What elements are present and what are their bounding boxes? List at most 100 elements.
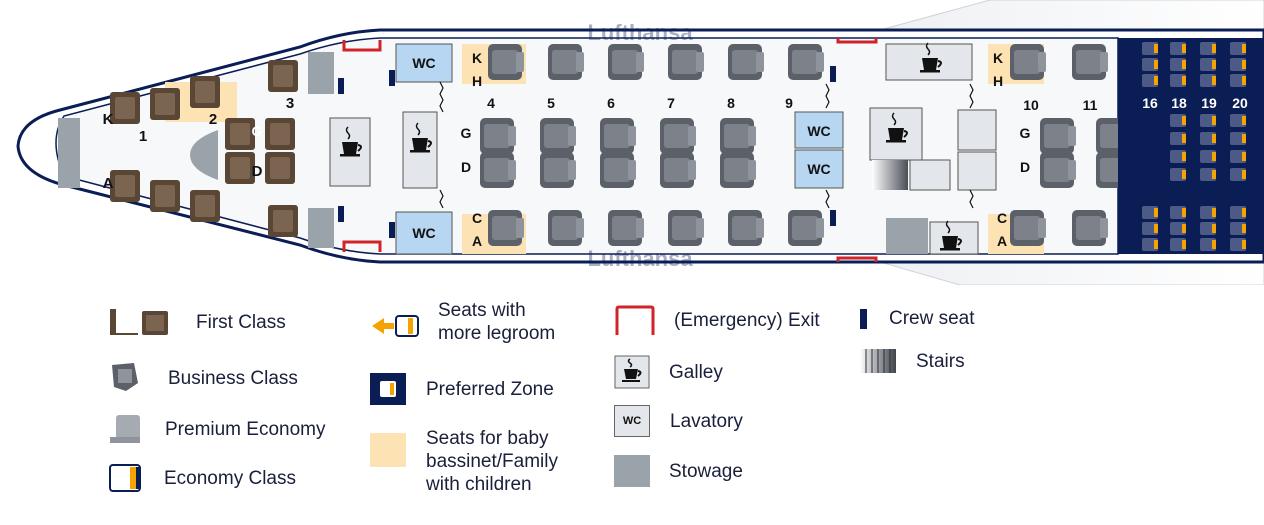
lavatory-2 xyxy=(395,211,453,255)
seat-8G[interactable] xyxy=(720,118,756,154)
seat-19[interactable] xyxy=(1200,42,1216,55)
seat-18[interactable] xyxy=(1170,150,1186,163)
seat-7D[interactable] xyxy=(660,152,696,188)
seat-4A[interactable] xyxy=(488,210,524,246)
seat-18[interactable] xyxy=(1170,238,1186,251)
seat-20[interactable] xyxy=(1230,238,1246,251)
seat-18[interactable] xyxy=(1170,58,1186,71)
legend-legroom-text: Seats with more legroom xyxy=(438,299,555,345)
seat-4G[interactable] xyxy=(480,118,516,154)
rear-letter-c: C xyxy=(997,210,1007,226)
seat-19[interactable] xyxy=(1200,74,1216,87)
stowage-rear xyxy=(886,218,928,254)
seat-19[interactable] xyxy=(1200,238,1216,251)
seat-7K[interactable] xyxy=(668,44,704,80)
seat-3D[interactable] xyxy=(265,152,295,184)
seat-11G[interactable] xyxy=(1040,118,1076,154)
seat-16[interactable] xyxy=(1142,58,1158,71)
seat-7A[interactable] xyxy=(668,210,704,246)
legend-business-class: Business Class xyxy=(108,361,298,395)
seat-18[interactable] xyxy=(1170,74,1186,87)
seat-2G[interactable] xyxy=(225,118,255,150)
seat-11D[interactable] xyxy=(1040,152,1076,188)
front-letter-d: D xyxy=(461,159,471,175)
seat-6D[interactable] xyxy=(600,152,636,188)
lavatory-4 xyxy=(794,149,844,189)
seat-20[interactable] xyxy=(1230,206,1246,219)
seat-11A[interactable] xyxy=(1072,210,1108,246)
seat-7G[interactable] xyxy=(660,118,696,154)
seat-2A[interactable] xyxy=(190,190,220,222)
seat-3G[interactable] xyxy=(265,118,295,150)
seat-19[interactable] xyxy=(1200,132,1216,145)
seat-8A[interactable] xyxy=(728,210,764,246)
seat-6A[interactable] xyxy=(608,210,644,246)
seat-20[interactable] xyxy=(1230,114,1246,127)
seat-16[interactable] xyxy=(1142,206,1158,219)
seat-6G[interactable] xyxy=(600,118,636,154)
seat-11K[interactable] xyxy=(1072,44,1108,80)
row-label-16: 16 xyxy=(1142,95,1158,111)
seat-18[interactable] xyxy=(1170,206,1186,219)
seat-16[interactable] xyxy=(1142,74,1158,87)
rear-letter-a: A xyxy=(997,233,1007,249)
seat-4D[interactable] xyxy=(480,152,516,188)
seat-1A-2[interactable] xyxy=(150,180,180,212)
seat-16[interactable] xyxy=(1142,222,1158,235)
seat-3A[interactable] xyxy=(268,205,298,237)
seat-10A[interactable] xyxy=(1010,210,1046,246)
crew-seat xyxy=(389,222,395,238)
rear-letter-g: G xyxy=(1020,125,1031,141)
seat-1K[interactable] xyxy=(110,92,140,124)
seat-20[interactable] xyxy=(1230,74,1246,87)
first-stowage xyxy=(190,130,218,180)
seat-4K[interactable] xyxy=(488,44,524,80)
seat-8D[interactable] xyxy=(720,152,756,188)
seat-6K[interactable] xyxy=(608,44,644,80)
seat-1K-2[interactable] xyxy=(150,88,180,120)
seat-16[interactable] xyxy=(1142,238,1158,251)
seat-10K[interactable] xyxy=(1010,44,1046,80)
seat-16[interactable] xyxy=(1142,42,1158,55)
seat-19[interactable] xyxy=(1200,168,1216,181)
seat-5G[interactable] xyxy=(540,118,576,154)
seat-18[interactable] xyxy=(1170,42,1186,55)
seat-20[interactable] xyxy=(1230,58,1246,71)
row-label-1: 1 xyxy=(139,128,147,145)
seat-1A[interactable] xyxy=(110,170,140,202)
seat-20[interactable] xyxy=(1230,150,1246,163)
legend-bassinet: Seats for baby bassinet/Family with chil… xyxy=(370,427,558,496)
seat-5D[interactable] xyxy=(540,152,576,188)
seat-19[interactable] xyxy=(1200,114,1216,127)
seat-5A[interactable] xyxy=(548,210,584,246)
seat-19[interactable] xyxy=(1200,206,1216,219)
row-label-20: 20 xyxy=(1232,95,1248,111)
seat-9A[interactable] xyxy=(788,210,824,246)
row-label-7: 7 xyxy=(667,95,675,111)
seat-19[interactable] xyxy=(1200,150,1216,163)
seat-19[interactable] xyxy=(1200,222,1216,235)
seat-18[interactable] xyxy=(1170,132,1186,145)
seat-5K[interactable] xyxy=(548,44,584,80)
legend-lavatory: WC Lavatory xyxy=(614,405,743,437)
seat-20[interactable] xyxy=(1230,42,1246,55)
seat-2D[interactable] xyxy=(225,152,255,184)
seat-3K[interactable] xyxy=(268,60,298,92)
seat-18[interactable] xyxy=(1170,114,1186,127)
seat-20[interactable] xyxy=(1230,168,1246,181)
lavatory-1 xyxy=(395,43,453,83)
seat-20[interactable] xyxy=(1230,132,1246,145)
seat-19[interactable] xyxy=(1200,58,1216,71)
seat-2K[interactable] xyxy=(190,76,220,108)
wc-label: WC xyxy=(807,161,830,177)
first-letter-k: K xyxy=(103,111,114,128)
rear-letter-h: H xyxy=(993,73,1003,89)
front-letter-c: C xyxy=(472,210,482,226)
seat-18[interactable] xyxy=(1170,168,1186,181)
seat-9K[interactable] xyxy=(788,44,824,80)
front-letter-k: K xyxy=(472,50,482,66)
seat-20[interactable] xyxy=(1230,222,1246,235)
seat-8K[interactable] xyxy=(728,44,764,80)
seat-18[interactable] xyxy=(1170,222,1186,235)
legend-exit: (Emergency) Exit xyxy=(614,305,820,335)
